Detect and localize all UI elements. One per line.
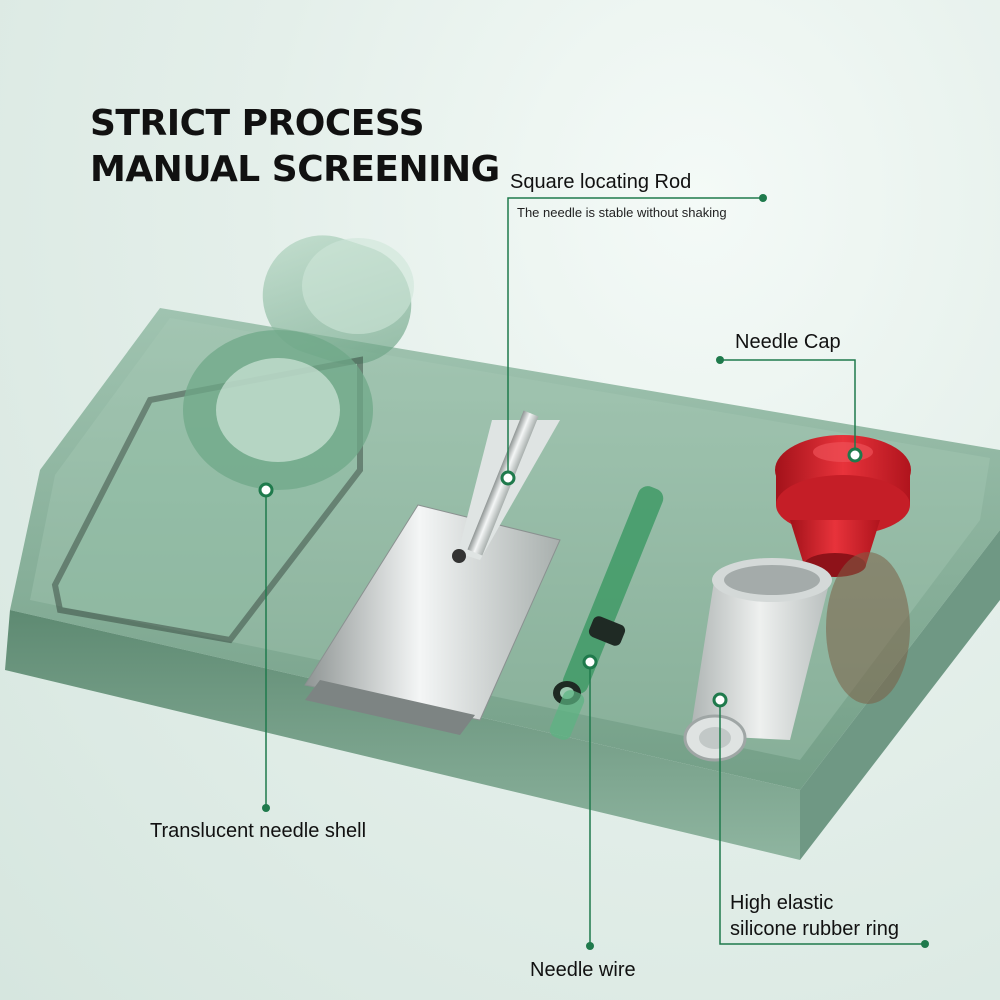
square-rod-label: Square locating Rod	[510, 171, 692, 193]
needle-cap-part	[775, 435, 911, 577]
needle-shell-part	[51, 235, 414, 644]
headline-line-2: MANUAL SCREENING	[90, 149, 500, 190]
headline-line-1: STRICT PROCESS	[90, 103, 425, 144]
needle-wire-part	[549, 486, 664, 740]
callout-dots	[258, 194, 929, 950]
needle-comb-part	[304, 410, 561, 735]
callout-lines	[265, 197, 925, 946]
needle-wire-label: Needle wire	[530, 959, 636, 981]
needle-cap-label: Needle Cap	[735, 331, 841, 353]
rubber-ring-label-line-1: High elastic	[730, 892, 834, 914]
square-rod-subtitle: The needle is stable without shaking	[517, 205, 727, 220]
rubber-ring-label-line-2: silicone rubber ring	[730, 918, 899, 940]
needle-shell-label: Translucent needle shell	[150, 820, 367, 842]
